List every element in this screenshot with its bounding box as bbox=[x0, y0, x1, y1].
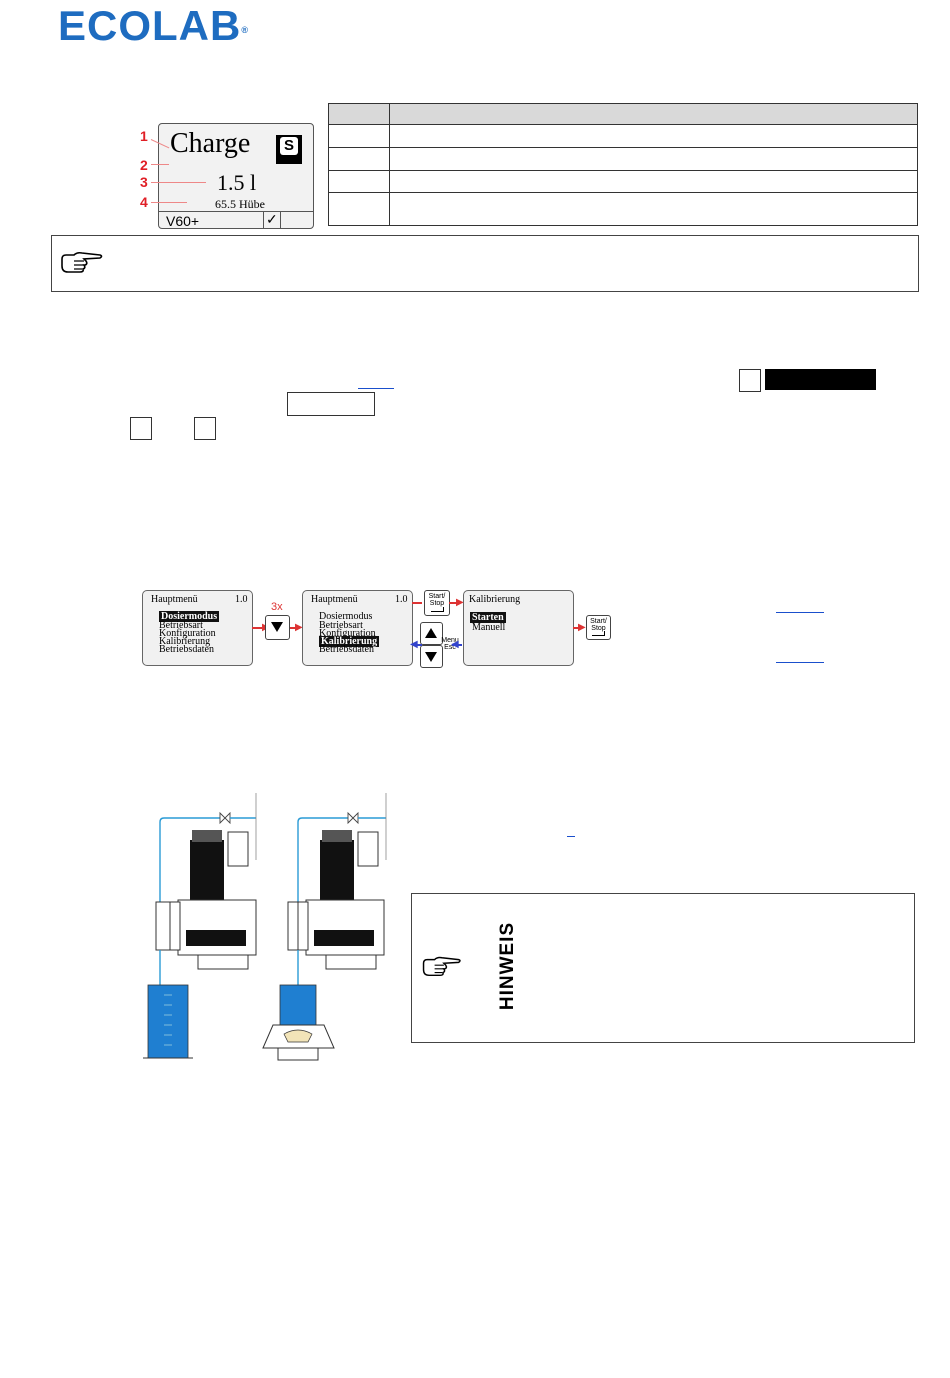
hinweis-box bbox=[411, 893, 915, 1043]
highlight-bar bbox=[765, 369, 876, 390]
repeat-label: 3x bbox=[271, 601, 283, 613]
enter-key-icon bbox=[592, 631, 605, 636]
scale-icon bbox=[262, 950, 335, 1061]
hinweis-label: HINWEIS bbox=[497, 921, 518, 1011]
graduated-cylinder-icon bbox=[143, 950, 193, 1059]
display-footer: V60+ ✓ bbox=[159, 211, 313, 229]
key-box-right bbox=[194, 417, 216, 440]
callout-2: 2 bbox=[140, 157, 148, 173]
link-underline-3[interactable] bbox=[776, 662, 824, 663]
link-underline-4[interactable] bbox=[567, 836, 575, 837]
link-underline[interactable] bbox=[358, 388, 394, 389]
enter-key-icon bbox=[431, 607, 444, 612]
calibration-setup-illustration bbox=[143, 793, 387, 1061]
legend-table bbox=[328, 103, 918, 226]
callout-3: 3 bbox=[140, 174, 148, 190]
key-box-left bbox=[130, 417, 152, 440]
display-model: V60+ bbox=[166, 213, 200, 229]
pointing-hand-icon bbox=[61, 251, 103, 273]
link-underline-2[interactable] bbox=[776, 612, 824, 613]
pointing-hand-icon bbox=[422, 956, 461, 977]
start-stop-key[interactable]: Start/ Stop bbox=[424, 590, 450, 616]
callout-1: 1 bbox=[140, 128, 148, 144]
display-volume: 1.5 l bbox=[217, 170, 257, 195]
down-arrow-key-icon[interactable] bbox=[420, 645, 443, 668]
field-box bbox=[287, 392, 375, 416]
key-box bbox=[739, 369, 761, 392]
calibration-screen: Kalibrierung Starten Manuell bbox=[463, 590, 574, 666]
status-icon: S bbox=[276, 135, 302, 164]
display-strokes: 65.5 Hübe bbox=[215, 197, 265, 211]
down-arrow-key-icon[interactable] bbox=[265, 615, 290, 640]
note-box bbox=[51, 235, 919, 292]
ecolab-logo: ECOLAB® bbox=[58, 2, 249, 49]
pump-display: Charge S 1.5 l 65.5 Hübe V60+ ✓ bbox=[158, 123, 314, 229]
up-arrow-key-icon[interactable] bbox=[420, 622, 443, 645]
display-mode: Charge bbox=[170, 128, 251, 159]
start-stop-key-2[interactable]: Start/ Stop bbox=[586, 615, 611, 640]
dosing-pump-icon bbox=[155, 830, 257, 970]
main-menu-screen: Hauptmenü 1.0 Dosiermodus Betriebsart Ko… bbox=[142, 590, 253, 666]
valve-icon bbox=[159, 793, 257, 905]
callout-4: 4 bbox=[140, 194, 148, 210]
check-icon: ✓ bbox=[266, 211, 278, 227]
main-menu-calibration-screen: Hauptmenü 1.0 Dosiermodus Betriebsart Ko… bbox=[302, 590, 413, 666]
